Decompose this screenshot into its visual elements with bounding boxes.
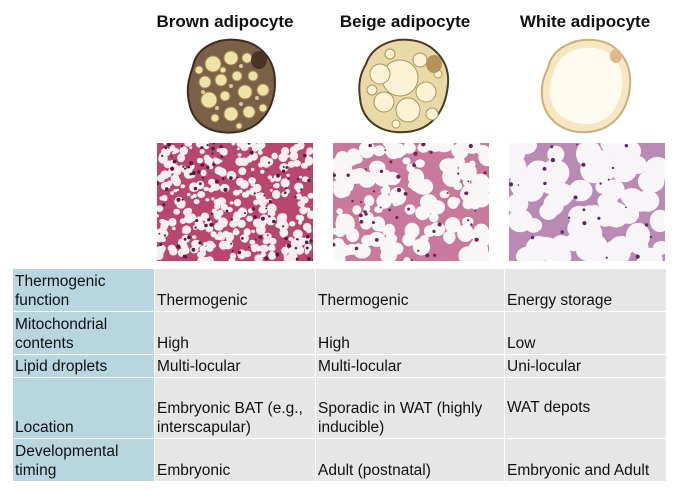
brown-cell: Embryonic — [155, 439, 315, 481]
white-cell: Embryonic and Adult — [505, 439, 666, 481]
row-header: Mitochondrial contents — [13, 312, 154, 354]
white-cell: Uni-locular — [505, 355, 666, 377]
beige-cell: Adult (postnatal) — [316, 439, 504, 481]
beige-adipocyte-illustration — [354, 36, 454, 141]
white-cell: Low — [505, 312, 666, 354]
beige-cell: Sporadic in WAT (highly inducible) — [316, 378, 504, 438]
row-header: Location — [13, 378, 154, 438]
white-cell: WAT depots — [505, 378, 666, 438]
table-row-mitochondrial-contents: Mitochondrial contents High High Low — [13, 312, 666, 354]
white-adipocyte-illustration — [538, 36, 636, 141]
beige-adipose-histology — [333, 143, 489, 261]
beige-cell: High — [316, 312, 504, 354]
brown-adipose-histology — [157, 143, 313, 261]
beige-cell: Multi-locular — [316, 355, 504, 377]
table-row-lipid-droplets: Lipid droplets Multi-locular Multi-locul… — [13, 355, 666, 377]
brown-adipocyte-title: Brown adipocyte — [156, 12, 294, 31]
beige-adipocyte-title: Beige adipocyte — [339, 12, 471, 31]
row-header: Developmental timing — [13, 439, 154, 481]
row-header: Thermogenic function — [13, 269, 154, 311]
brown-cell: Thermogenic — [155, 269, 315, 311]
brown-cell: Multi-locular — [155, 355, 315, 377]
table-row-location: Location Embryonic BAT (e.g., interscapu… — [13, 378, 666, 438]
white-cell: Energy storage — [505, 269, 666, 311]
beige-cell: Thermogenic — [316, 269, 504, 311]
white-adipocyte-title: White adipocyte — [519, 12, 651, 31]
brown-cell: Embryonic BAT (e.g., interscapular) — [155, 378, 315, 438]
table-row-thermogenic-function: Thermogenic function Thermogenic Thermog… — [13, 269, 666, 311]
brown-cell: High — [155, 312, 315, 354]
adipocyte-comparison-table: Thermogenic function Thermogenic Thermog… — [12, 268, 667, 482]
row-header: Lipid droplets — [13, 355, 154, 377]
brown-adipocyte-illustration — [183, 36, 279, 141]
white-adipose-histology — [509, 143, 665, 261]
table-row-developmental-timing: Developmental timing Embryonic Adult (po… — [13, 439, 666, 481]
